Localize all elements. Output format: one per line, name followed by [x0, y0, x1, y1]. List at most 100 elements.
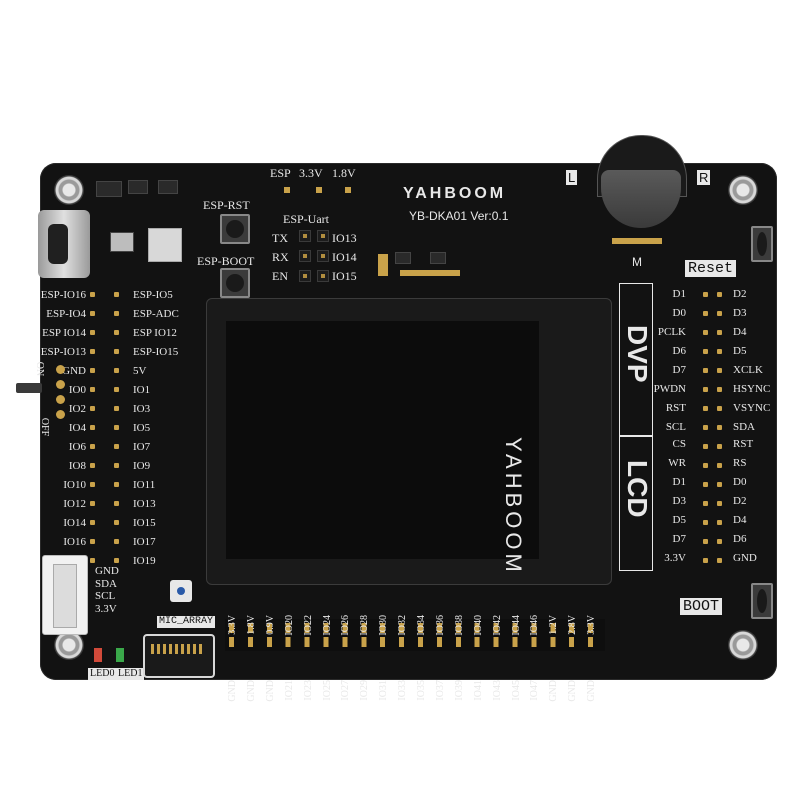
bottom-pin-label: IO21: [283, 680, 295, 701]
left-pin-label: IO19: [133, 555, 156, 567]
bottom-pin-label: IO25: [321, 680, 333, 701]
esp-uart-header: [299, 230, 329, 282]
left-header-col-b: [114, 292, 119, 563]
label-reset: Reset: [685, 260, 737, 277]
bottom-pin-label: IO28: [359, 615, 371, 636]
dvp-pin-label: D4: [733, 326, 747, 338]
bottom-pin-label: IO37: [434, 680, 446, 701]
dvp-header-col-a: [703, 292, 708, 563]
left-pin-label: IO1: [133, 384, 151, 396]
bottom-pin-label: IO20: [283, 615, 295, 636]
label-3v3: 3.3V: [299, 166, 323, 180]
bottom-pin-label: IO23: [302, 680, 314, 701]
label-led1: LED1: [116, 668, 145, 680]
led0-indicator: [94, 648, 102, 662]
esp-rst-button[interactable]: [220, 214, 250, 244]
label-esp-boot: ESP-BOOT: [197, 254, 255, 268]
lcd-box: [619, 435, 653, 571]
left-pin-label: ESP IO12: [133, 327, 177, 339]
board-model: YB-DKA01 Ver:0.1: [409, 209, 509, 223]
bottom-pin-label: 3.3V: [586, 615, 598, 635]
left-pin-label: IO13: [133, 498, 156, 510]
bottom-pin-label: GND: [586, 680, 598, 702]
dvp-pin-label: D0: [672, 307, 686, 319]
chip-q1: [128, 180, 148, 194]
dvp-pin-label: D1: [672, 288, 686, 300]
dvp-pin-label: D2: [733, 288, 747, 300]
i2c-connector: [42, 555, 88, 635]
bottom-pin-label: GND: [567, 680, 579, 702]
bottom-pin-label: IO30: [378, 615, 390, 636]
bottom-pin-label: GND: [264, 680, 276, 702]
dvp-box: [619, 283, 653, 437]
lcd-pin-label: D4: [733, 514, 747, 526]
boot-button[interactable]: [751, 583, 773, 619]
bottom-pin-label: IO41: [472, 680, 484, 701]
i2c-pin-label: SDA: [95, 577, 118, 590]
bottom-pin-label: IO43: [491, 680, 503, 701]
left-pin-label: IO15: [133, 517, 156, 529]
bottom-header: [225, 619, 605, 651]
dvp-pin-label: RST: [665, 402, 686, 414]
label-esp-rst: ESP-RST: [203, 198, 250, 212]
dvp-pin-label: D3: [733, 307, 747, 319]
lcd-pin-label: D0: [733, 476, 747, 488]
label-led0: LED0: [88, 668, 117, 680]
bottom-pin-label: GND: [548, 680, 560, 702]
dvp-pin-label: VSYNC: [733, 402, 771, 414]
lcd-pin-label: D2: [733, 495, 747, 507]
left-pin-label: ESP-IO13: [40, 346, 86, 358]
microphone: [170, 580, 192, 602]
dvp-pin-label: XCLK: [733, 364, 763, 376]
dvp-pin-label: SCL: [665, 421, 686, 433]
lcd-pin-label: D6: [733, 533, 747, 545]
bottom-pin-label: IO45: [510, 680, 522, 701]
left-pin-label: ESP-IO5: [133, 289, 173, 301]
left-pin-label: IO7: [133, 441, 151, 453]
left-pin-label: IO16: [63, 536, 86, 548]
label-esp: ESP: [270, 166, 291, 180]
dvp-pin-label: D6: [672, 345, 686, 357]
left-pin-label: IO4: [68, 422, 86, 434]
led-1v8: [345, 187, 351, 193]
left-pin-label: IO8: [68, 460, 86, 472]
bottom-pin-label: 1.8V: [245, 615, 257, 635]
bottom-pin-label: IO46: [529, 615, 541, 636]
label-io15: IO15: [332, 269, 357, 283]
chip-u6: [148, 228, 182, 262]
bottom-pin-label: IO26: [340, 615, 352, 636]
esp-boot-button[interactable]: [220, 268, 250, 298]
bottom-pin-label: GND: [245, 680, 257, 702]
lcd-pin-label: D3: [672, 495, 686, 507]
left-pin-label: 5V: [133, 365, 147, 377]
dvp-pin-label: PWDN: [653, 383, 686, 395]
bottom-pin-label: IO29: [359, 680, 371, 701]
label-esp-uart: ESP-Uart: [283, 212, 329, 226]
chip-q2: [158, 180, 178, 194]
lcd-pin-label: D5: [672, 514, 686, 526]
bottom-pin-label: 3.3V: [227, 615, 238, 635]
i2c-pin-label: GND: [95, 565, 119, 577]
power-switch[interactable]: [16, 383, 42, 393]
left-pin-label: IO11: [133, 479, 156, 491]
bottom-pin-label: IO47: [529, 680, 541, 701]
bottom-pin-label: IO38: [453, 615, 465, 636]
mount-hole-bottom-right: [728, 630, 758, 660]
left-pin-label: IO5: [133, 422, 151, 434]
chip-u13: [96, 181, 122, 197]
mic-fpc-connector: [143, 634, 215, 678]
brand-logo: YAHBOOM: [403, 185, 507, 202]
label-rx: RX: [272, 250, 289, 264]
bottom-pin-label: IO42: [491, 615, 503, 636]
label-m: M: [632, 255, 642, 269]
label-on: ON: [34, 361, 46, 377]
lcd-pin-label: 3.3V: [664, 552, 686, 564]
lcd-pin-label: RST: [733, 438, 754, 450]
i2c-pin-label: 3.3V: [95, 602, 117, 615]
reset-button[interactable]: [751, 226, 773, 262]
mount-hole-top-right: [728, 175, 758, 205]
audio-passives: [612, 238, 662, 244]
dvp-pin-label: D7: [672, 364, 686, 376]
i2c-pin-label: SCL: [95, 590, 116, 602]
left-pin-label: GND: [62, 365, 86, 377]
